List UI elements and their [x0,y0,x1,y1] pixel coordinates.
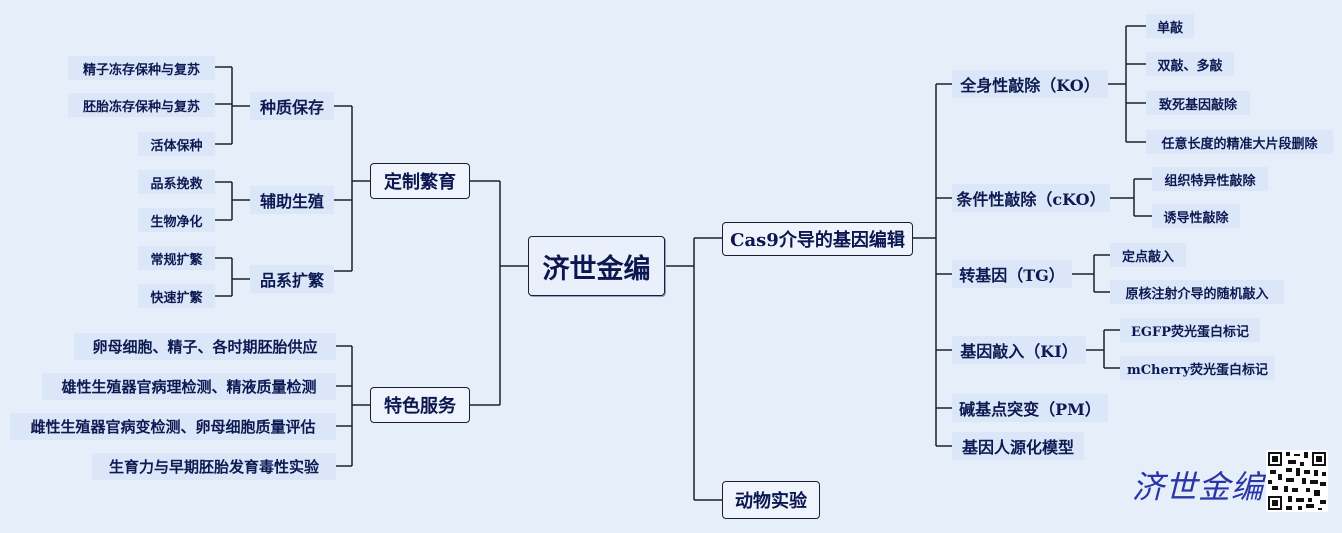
ki-item-label: EGFP荧光蛋白标记 [1130,324,1250,340]
germplasm-item-label: 活体保种 [150,138,203,154]
cko-label: 条件性敲除（cKO） [956,190,1106,209]
ko-item-label: 单敲 [1156,20,1183,36]
service-item[interactable]: 雄性生殖器官病理检测、精液质量检测 [42,373,336,400]
tg-label: 转基因（TG） [959,266,1065,285]
services-label: 特色服务 [384,396,456,417]
expansion-item[interactable]: 常规扩繁 [138,246,215,270]
germplasm-item-label: 精子冻存保种与复苏 [82,62,200,78]
humanized-node[interactable]: 基因人源化模型 [952,432,1084,460]
expansion-label: 品系扩繁 [259,271,324,290]
service-item-label: 卵母细胞、精子、各时期胚胎供应 [92,338,318,356]
breeding-node[interactable]: 定制繁育 [370,163,470,199]
germplasm-item[interactable]: 胚胎冻存保种与复苏 [68,93,215,117]
service-item-label: 雄性生殖器官病理检测、精液质量检测 [61,378,317,396]
cko-node[interactable]: 条件性敲除（cKO） [952,184,1110,212]
assisted-item-label: 品系挽救 [150,176,203,192]
service-item-label: 生育力与早期胚胎发育毒性实验 [108,458,319,476]
tg-node[interactable]: 转基因（TG） [952,260,1072,288]
ko-item[interactable]: 单敲 [1146,14,1194,38]
ko-node[interactable]: 全身性敲除（KO） [952,70,1108,98]
assisted-item[interactable]: 生物净化 [138,208,215,232]
cko-item[interactable]: 组织特异性敲除 [1152,167,1268,191]
ki-label: 基因敲入（KI） [960,342,1078,361]
service-item[interactable]: 生育力与早期胚胎发育毒性实验 [92,453,336,480]
ki-item-label: mCherry荧光蛋白标记 [1126,362,1269,378]
ko-label: 全身性敲除（KO） [960,76,1100,95]
cas9-label: Cas9介导的基因编辑 [730,230,905,251]
watermark-text: 济世金编 [1132,468,1265,506]
ki-node[interactable]: 基因敲入（KI） [952,336,1086,364]
expansion-node[interactable]: 品系扩繁 [250,265,334,293]
ko-item-label: 任意长度的精准大片段删除 [1161,136,1318,152]
cko-item[interactable]: 诱导性敲除 [1152,204,1240,228]
ki-item[interactable]: mCherry荧光蛋白标记 [1120,356,1275,380]
cas9-node[interactable]: Cas9介导的基因编辑 [722,222,913,256]
assisted-item[interactable]: 品系挽救 [138,170,215,194]
pm-label: 碱基点突变（PM） [959,400,1101,419]
tg-item-label: 定点敲入 [1121,249,1174,265]
germplasm-item[interactable]: 活体保种 [138,132,215,156]
root-node[interactable]: 济世金编 [528,236,665,296]
expansion-item[interactable]: 快速扩繁 [138,284,215,308]
service-item[interactable]: 雌性生殖器官病变检测、卵母细胞质量评估 [10,413,336,440]
ko-item-label: 双敲、多敲 [1157,58,1223,74]
ki-item[interactable]: EGFP荧光蛋白标记 [1120,318,1260,342]
ko-item[interactable]: 致死基因敲除 [1146,91,1250,115]
animal-label: 动物实验 [735,491,807,512]
ko-item-label: 致死基因敲除 [1158,97,1237,113]
germplasm-node[interactable]: 种质保存 [250,92,334,120]
qr-code-icon [1266,450,1328,512]
service-item-label: 雌性生殖器官病变检测、卵母细胞质量评估 [30,418,316,436]
expansion-item-label: 快速扩繁 [150,290,203,306]
animal-node[interactable]: 动物实验 [722,481,820,519]
germplasm-item[interactable]: 精子冻存保种与复苏 [68,56,215,80]
expansion-item-label: 常规扩繁 [150,252,203,268]
assisted-node[interactable]: 辅助生殖 [250,186,334,214]
root-label: 济世金编 [542,253,651,285]
cko-item-label: 组织特异性敲除 [1164,173,1256,189]
assisted-label: 辅助生殖 [259,192,324,211]
cko-item-label: 诱导性敲除 [1163,210,1229,226]
service-item[interactable]: 卵母细胞、精子、各时期胚胎供应 [74,333,336,360]
assisted-item-label: 生物净化 [150,214,203,230]
tg-item[interactable]: 原核注射介导的随机敲入 [1110,280,1284,304]
tg-item-label: 原核注射介导的随机敲入 [1125,286,1269,302]
tg-item[interactable]: 定点敲入 [1110,243,1186,267]
services-node[interactable]: 特色服务 [370,387,470,423]
ko-item[interactable]: 任意长度的精准大片段删除 [1146,130,1333,154]
humanized-label: 基因人源化模型 [961,438,1074,457]
pm-node[interactable]: 碱基点突变（PM） [952,394,1108,422]
ko-item[interactable]: 双敲、多敲 [1146,52,1234,76]
germplasm-item-label: 胚胎冻存保种与复苏 [82,99,200,115]
breeding-label: 定制繁育 [384,172,456,193]
germplasm-label: 种质保存 [259,98,324,117]
